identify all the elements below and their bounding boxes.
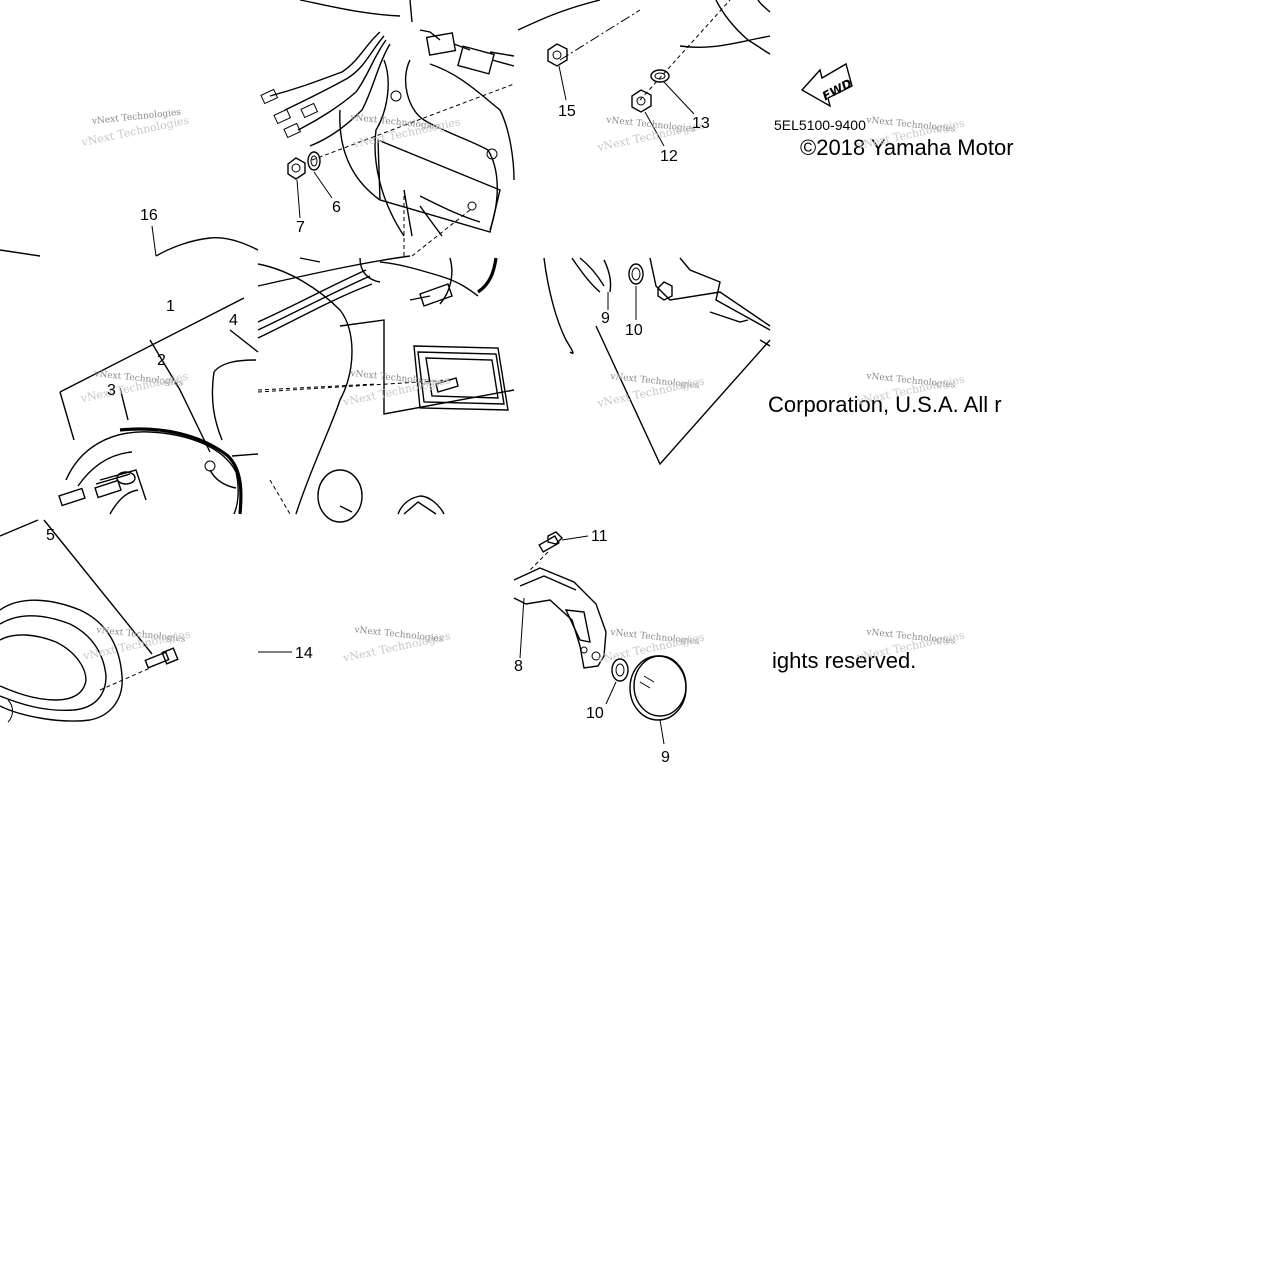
callout-6: 6 xyxy=(332,199,341,216)
callout-12: 12 xyxy=(660,148,678,165)
callout-9-upper: 9 xyxy=(601,310,610,327)
callout-4: 4 xyxy=(229,312,238,329)
tile-bracket-lower: vNext Technologies vNext Technologies xyxy=(513,531,706,745)
callout-9-lower: 9 xyxy=(661,749,670,766)
callout-7: 7 xyxy=(296,219,305,236)
callout-15: 15 xyxy=(558,103,576,120)
tile-tail-housing: vNext Technologies vNext Technologies xyxy=(257,255,515,523)
tile-copyright-bottom: ights reserved. vNext Technologies vNext… xyxy=(772,627,966,673)
tile-header-info: FWD 5EL5100-9400 ©2018 Yamaha Motor vNex… xyxy=(774,62,1014,160)
tile-tail-light-assembly: vNext Technologies vNext Technologies xyxy=(0,225,259,515)
watermark: vNext Technologies vNext Technologies xyxy=(595,628,706,666)
callout-8: 8 xyxy=(514,658,523,675)
tile-copyright-mid: Corporation, U.S.A. All r vNext Technolo… xyxy=(768,371,1002,417)
fwd-arrow-icon: FWD xyxy=(800,62,854,108)
copyright-line-1: ©2018 Yamaha Motor xyxy=(800,135,1014,160)
callout-3: 3 xyxy=(107,382,116,399)
reflector xyxy=(629,655,687,721)
watermark: vNext Technologies vNext Technologies xyxy=(79,369,190,405)
svg-text:FWD: FWD xyxy=(820,76,854,103)
watermark: vNext Technologies vNext Technologies xyxy=(595,372,706,410)
tile-leader-14: vNext Technologies vNext Technologies xyxy=(258,625,452,665)
lens-gasket xyxy=(413,345,509,411)
tile-fasteners-top: vNext Technologies vNext Technologies xyxy=(517,0,771,154)
callout-5: 5 xyxy=(46,527,55,544)
watermark: vNext Technologies vNext Technologies vN… xyxy=(79,108,461,151)
callout-1: 1 xyxy=(166,298,175,315)
tile-lens-cover: vNext Technologies vNext Technologies xyxy=(0,519,192,723)
callout-10-lower: 10 xyxy=(586,705,604,722)
callout-2: 2 xyxy=(157,352,166,369)
watermark: vNext Technologies vNext Technologies xyxy=(81,625,192,663)
callout-10-upper: 10 xyxy=(625,322,643,339)
copyright-line-2: Corporation, U.S.A. All r xyxy=(768,392,1002,417)
callout-labels: 1 2 3 4 5 6 7 8 9 9 10 10 11 12 13 14 15… xyxy=(46,103,710,766)
part-code: 5EL5100-9400 xyxy=(774,117,866,133)
callout-16: 16 xyxy=(140,207,158,224)
callout-13: 13 xyxy=(692,115,710,132)
watermark: vNext Technologies vNext Technologies xyxy=(341,625,452,665)
tile-bracket-upper: vNext Technologies vNext Technologies xyxy=(543,257,771,466)
copyright-line-3: ights reserved. xyxy=(772,648,916,673)
callout-11: 11 xyxy=(591,528,608,545)
callout-14: 14 xyxy=(295,645,313,662)
watermark: vNext Technologies vNext Technologies xyxy=(595,115,706,154)
